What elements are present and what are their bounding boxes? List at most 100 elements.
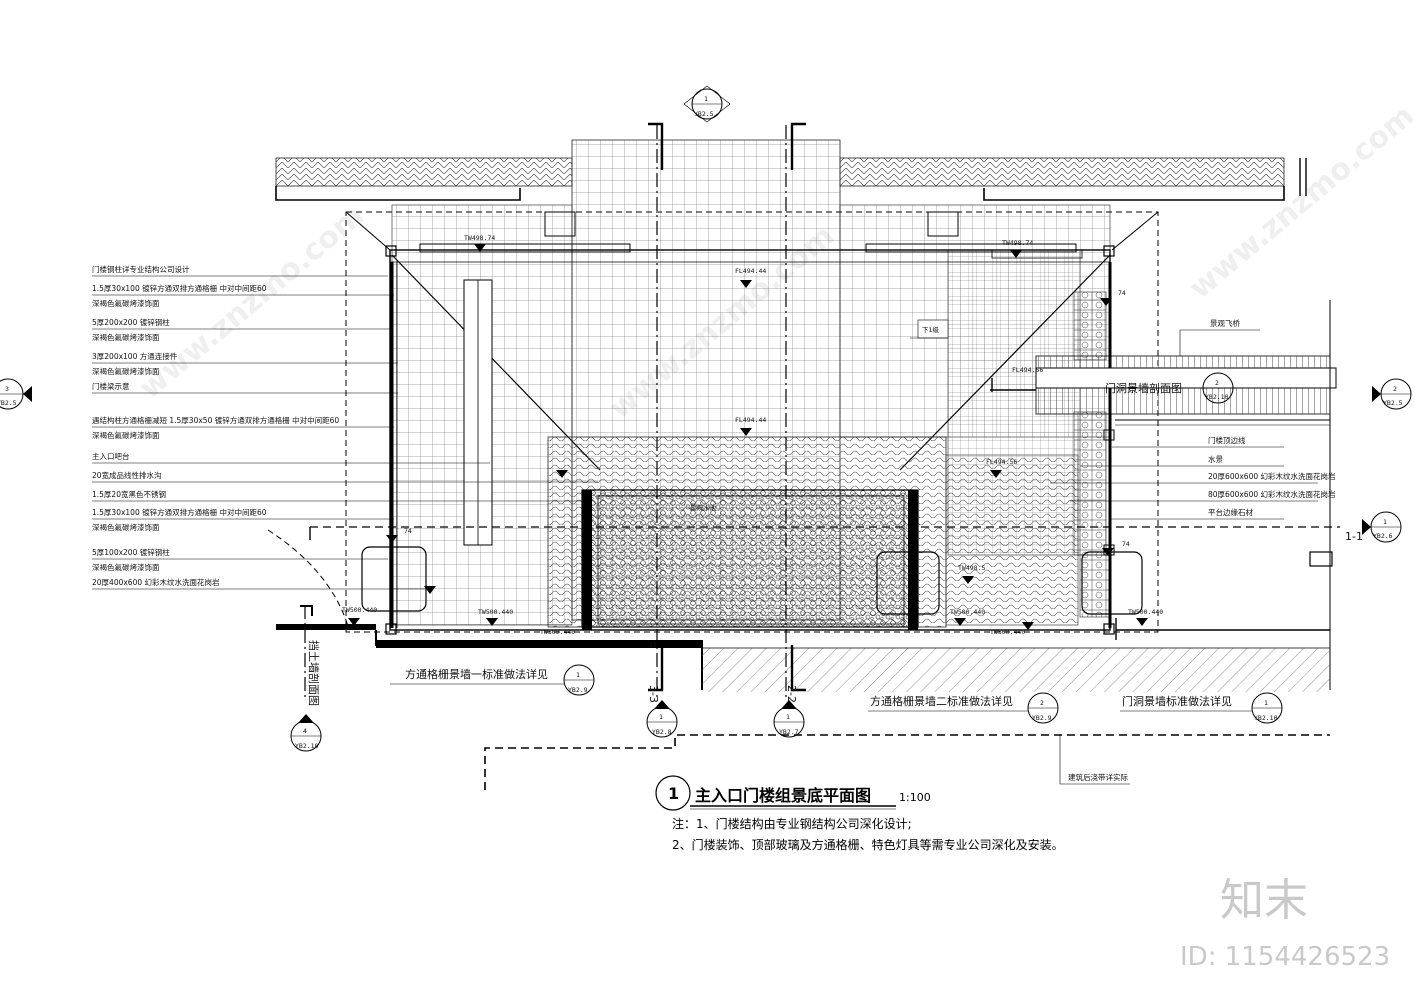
symbol-bottom-c: 1 YB2.10 xyxy=(1251,692,1283,724)
svg-text:门楼顶边线: 门楼顶边线 xyxy=(1208,435,1246,445)
svg-text:1: 1 xyxy=(704,95,708,103)
wall-bottom-left xyxy=(376,640,702,648)
svg-text:4: 4 xyxy=(303,727,307,735)
svg-text:1: 1 xyxy=(1264,699,1268,707)
water-label: 景观水池 xyxy=(690,503,717,512)
level-tags: TW498.74 TW498.74 FL494.44 FL494.44 FL49… xyxy=(342,234,1163,649)
svg-text:深褐色氟碳烤漆饰面: 深褐色氟碳烤漆饰面 xyxy=(92,332,160,342)
symbol-bottom-a: 1 YB2.9 xyxy=(563,664,595,696)
roof-strip-left xyxy=(275,157,573,187)
svg-text:门楼钢柱详专业结构公司设计: 门楼钢柱详专业结构公司设计 xyxy=(92,264,190,274)
svg-text:YB2.8: YB2.8 xyxy=(652,728,672,736)
svg-text:YB2.10: YB2.10 xyxy=(1254,714,1278,722)
svg-text:1: 1 xyxy=(659,713,663,721)
tag-tw-b6: TW500.440 xyxy=(950,608,985,616)
svg-text:80厚600x600 幻彩木纹水洗面花岗岩: 80厚600x600 幻彩木纹水洗面花岗岩 xyxy=(1208,489,1336,499)
symbol-inner-right: 2 YB2.10 xyxy=(1202,372,1234,404)
symbol-right-mid: 1 YB2.6 xyxy=(1362,511,1402,543)
tag-fl-top: FL494.44 xyxy=(735,267,766,275)
svg-text:5厚100x200 镀锌钢柱: 5厚100x200 镀锌钢柱 xyxy=(92,547,170,557)
symbol-bottom-f: 4 YB2.10 xyxy=(290,714,322,752)
section-label-1-1: 1-1 xyxy=(1345,530,1363,543)
symbol-bottom-d: 1 YB2.8 xyxy=(646,700,678,738)
svg-text:深褐色氟碳烤漆饰面: 深褐色氟碳烤漆饰面 xyxy=(92,430,160,440)
left-annotations: 门楼钢柱详专业结构公司设计 1.5厚30x100 镀锌方通双排方通格栅 中对中间… xyxy=(92,264,598,590)
beam-diagonal-right xyxy=(899,254,1111,471)
tag-tw-b4: TW500.440 xyxy=(990,628,1025,636)
detail-symbols: 1 YB2.5 3 YB2.5 2 YB2.5 1 YB2.6 2 xyxy=(0,85,1412,752)
svg-text:1.5厚30x100 镀锌方通双排方通格栅 中对中间距60: 1.5厚30x100 镀锌方通双排方通格栅 中对中间距60 xyxy=(92,283,267,293)
svg-text:2: 2 xyxy=(1393,385,1397,393)
planter-right xyxy=(1081,551,1143,615)
svg-text:5厚200x200 镀锌钢柱: 5厚200x200 镀锌钢柱 xyxy=(92,317,170,327)
svg-text:YB2.5: YB2.5 xyxy=(0,399,17,407)
symbol-bottom-b: 2 YB2.9 xyxy=(1027,692,1059,724)
watermark-diag-1: www.znzmo.com xyxy=(133,198,371,406)
svg-text:1: 1 xyxy=(786,713,790,721)
tag-tw-left-74: 74 xyxy=(404,527,412,535)
section-label-2-2: 2-2 xyxy=(785,685,798,703)
svg-text:YB2.10: YB2.10 xyxy=(1205,393,1229,401)
roof-outline-dashed xyxy=(345,211,1159,633)
tag-tw-b2: TW500.440 xyxy=(478,608,513,616)
svg-text:水景: 水景 xyxy=(1208,454,1224,464)
svg-text:1: 1 xyxy=(1383,518,1387,526)
water-wall-right xyxy=(908,490,918,630)
svg-text:平台边缘石材: 平台边缘石材 xyxy=(1208,507,1253,517)
note-1: 注：1、门楼结构由专业钢结构公司深化设计; xyxy=(672,816,912,831)
ground-hatch xyxy=(702,648,1330,692)
note-2: 2、门楼装饰、顶部玻璃及方通格栅、特色灯具等需专业公司深化及安装。 xyxy=(672,837,1064,852)
tag-tw-right-74b: 74 xyxy=(1122,540,1130,548)
svg-text:3厚200x100 方通连接件: 3厚200x100 方通连接件 xyxy=(92,351,178,361)
building-edge-right xyxy=(983,186,1285,201)
section-label-3-3: 3-3 xyxy=(647,685,660,703)
svg-text:YB2.5: YB2.5 xyxy=(694,110,714,118)
callout-grille-wall-2: 方通格栅景墙二标准做法详见 xyxy=(870,694,1013,708)
water-wall-left xyxy=(582,490,592,630)
title-number: 1 xyxy=(668,784,679,803)
svg-text:YB2.7: YB2.7 xyxy=(779,728,799,736)
svg-text:YB2.10: YB2.10 xyxy=(295,742,319,750)
svg-text:2: 2 xyxy=(1040,699,1044,707)
svg-text:门楼梁示意: 门楼梁示意 xyxy=(92,381,130,391)
callout-grille-wall-1: 方通格栅景墙一标准做法详见 xyxy=(405,667,548,681)
tag-tw-right-74: 74 xyxy=(1118,289,1126,297)
right-annotations: 景观飞桥 门楼顶边线 水景 20厚600x600 幻彩木纹水洗面花岗岩 80厚6… xyxy=(1050,318,1336,520)
svg-text:深褐色氟碳烤漆饰面: 深褐色氟碳烤漆饰面 xyxy=(92,366,160,376)
svg-text:遇结构柱方通格栅减短 1.5厚30x50 镀锌方通双排方通格: 遇结构柱方通格栅减短 1.5厚30x50 镀锌方通双排方通格栅 中对中间距60 xyxy=(92,415,339,425)
svg-text:1.5厚30x100 镀锌方通双排方通格栅 中对中间距60: 1.5厚30x100 镀锌方通双排方通格栅 中对中间距60 xyxy=(92,507,267,517)
svg-text:20厚600x600 幻彩木纹水洗面花岗岩: 20厚600x600 幻彩木纹水洗面花岗岩 xyxy=(1208,471,1336,481)
tag-tw-top-left: TW498.74 xyxy=(464,234,495,242)
tag-down-stairs: 下1级 xyxy=(922,325,939,334)
watermark-diag-2: www.znzmo.com xyxy=(1183,98,1415,306)
symbol-left: 3 YB2.5 xyxy=(0,378,32,410)
tag-fl-right: FL494.56 xyxy=(986,458,1017,466)
svg-text:深褐色氟碳烤漆饰面: 深褐色氟碳烤漆饰面 xyxy=(92,562,160,572)
tag-fl-mid: FL494.44 xyxy=(735,416,766,424)
svg-text:深褐色氟碳烤漆饰面: 深褐色氟碳烤漆饰面 xyxy=(92,298,160,308)
beam-diagonal-left xyxy=(391,254,601,471)
tag-tw-b1: TW500.440 xyxy=(342,606,377,614)
tag-fl-right-upper: FL494.56 xyxy=(1012,366,1043,374)
svg-text:YB2.6: YB2.6 xyxy=(1373,532,1393,540)
tag-tw-b5: TW500.440 xyxy=(1128,608,1163,616)
svg-text:20宽成品线性排水沟: 20宽成品线性排水沟 xyxy=(92,470,162,480)
planter-center xyxy=(876,551,940,615)
drawing-title-block: 1 主入口门楼组景底平面图 1:100 注：1、门楼结构由专业钢结构公司深化设计… xyxy=(655,775,1064,852)
svg-text:3: 3 xyxy=(5,385,9,393)
svg-text:YB2.9: YB2.9 xyxy=(1032,714,1052,722)
svg-text:1: 1 xyxy=(576,671,580,679)
callout-door-wall: 门洞景墙标准做法详见 xyxy=(1122,694,1232,708)
water-feature xyxy=(581,489,919,628)
planter-left xyxy=(361,546,427,612)
svg-text:YB2.5: YB2.5 xyxy=(1383,399,1403,407)
building-edge-left xyxy=(275,186,521,201)
svg-text:2: 2 xyxy=(1215,379,1219,387)
section-label-door-wall: 门洞景墙剖面图 xyxy=(1105,381,1182,395)
tag-j1: J1 xyxy=(649,641,657,649)
svg-text:20厚400x600 幻彩木纹水洗面花岗岩: 20厚400x600 幻彩木纹水洗面花岗岩 xyxy=(92,577,220,587)
callout-post-pour: 建筑后浇带详实际 xyxy=(1068,772,1128,782)
svg-text:1.5厚20宽黑色不锈钢: 1.5厚20宽黑色不锈钢 xyxy=(92,489,166,499)
drawing-title: 主入口门楼组景底平面图 xyxy=(695,786,871,805)
